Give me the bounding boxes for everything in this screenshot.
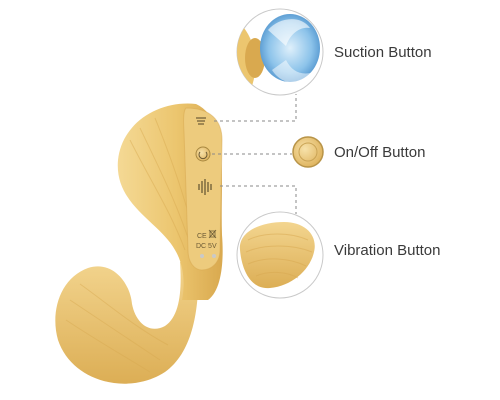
- vibration-detail: [236, 211, 324, 299]
- charge-contact-left: [200, 254, 204, 258]
- suction-button-label: Suction Button: [334, 44, 432, 61]
- onoff-detail: [292, 136, 324, 168]
- power-icon: [198, 151, 208, 160]
- wave-lines-icon: [196, 117, 206, 125]
- suction-button[interactable]: [196, 117, 206, 125]
- vibration-button-label: Vibration Button: [334, 242, 441, 259]
- onoff-button-label: On/Off Button: [334, 144, 426, 161]
- crossed-bin-icon: [208, 229, 217, 239]
- leader-line-suction: [214, 94, 297, 122]
- onoff-button[interactable]: [195, 146, 211, 162]
- vibration-button[interactable]: [198, 179, 212, 195]
- charge-contact-right: [212, 254, 216, 258]
- leader-line-vibration: [220, 185, 297, 214]
- power-rating-mark: DC 5V: [196, 243, 217, 250]
- suction-detail: [236, 8, 324, 96]
- certification-mark: CE: [197, 233, 207, 240]
- vibration-bars-icon: [198, 179, 212, 195]
- leader-lines: [212, 94, 297, 214]
- device-lower-arm: [55, 258, 199, 384]
- button-panel: [183, 107, 223, 271]
